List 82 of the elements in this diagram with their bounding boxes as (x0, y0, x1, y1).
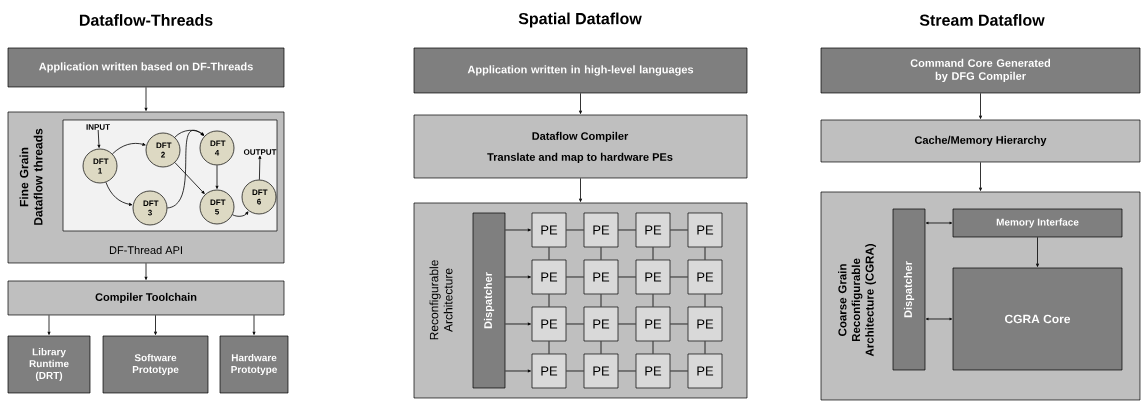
arrow (215, 164, 219, 189)
pe-box: PE (687, 259, 723, 295)
arrow (979, 161, 982, 191)
arrow (112, 142, 146, 155)
connector-line (669, 370, 689, 372)
graph-label: OUTPUT (243, 149, 277, 155)
connector-line (704, 246, 706, 261)
connector-line (652, 246, 654, 261)
arrow (925, 317, 953, 321)
arrow (258, 155, 262, 181)
arrow (504, 369, 531, 373)
process-box: Command Core Generated by DFG Compiler (820, 47, 1141, 94)
pe-box: PE (583, 212, 619, 248)
pe-box: PE (635, 353, 671, 389)
pe-box: PE (531, 259, 567, 295)
output-box: Software Prototype (102, 335, 209, 394)
arrow (504, 228, 531, 232)
panel-title: Spatial Dataflow (518, 12, 642, 28)
connector-line (617, 370, 637, 372)
connector-line (548, 293, 550, 308)
arrow (504, 275, 531, 279)
connector-line (617, 323, 637, 325)
connector-line (548, 246, 550, 261)
process-box: Compiler Toolchain (7, 280, 285, 316)
pe-box: PE (583, 353, 619, 389)
arrow (174, 162, 205, 194)
dispatcher-bar: Dispatcher (472, 212, 506, 389)
dispatcher-bar: Dispatcher (892, 208, 926, 371)
arrow (144, 86, 148, 111)
graph-label: INPUT (86, 124, 110, 130)
pe-box: PE (531, 306, 567, 342)
arrow (154, 314, 157, 335)
connector-line (704, 293, 706, 308)
connector-line (652, 340, 654, 355)
arrow (252, 314, 256, 335)
pe-box: PE (531, 212, 567, 248)
pe-box: PE (635, 306, 671, 342)
connector-line (669, 323, 689, 325)
arrow (925, 221, 953, 225)
connector-line (565, 323, 585, 325)
panel-title: Dataflow-Threads (79, 14, 213, 26)
connector-line (669, 229, 689, 231)
connector-line (704, 340, 706, 355)
connector-line (600, 246, 602, 261)
connector-line (652, 293, 654, 308)
connector-line (669, 276, 689, 278)
process-box: Application written in high-level languages (413, 47, 748, 94)
arrow (1036, 236, 1039, 267)
arrow (232, 211, 249, 217)
connector-line (617, 276, 637, 278)
connector-line (600, 340, 602, 355)
process-box: Dataflow Compiler Translate and map to hardware PEs (413, 114, 748, 179)
connector-line (565, 229, 585, 231)
arrow (144, 262, 148, 280)
process-box: Memory Interface (952, 208, 1123, 238)
pe-box: PE (583, 259, 619, 295)
pe-box: PE (635, 212, 671, 248)
pe-box: PE (635, 259, 671, 295)
connector-line (617, 229, 637, 231)
panel-title: Stream Dataflow (919, 14, 1045, 26)
connector-line (600, 293, 602, 308)
arrow (504, 322, 531, 326)
arrow (47, 314, 51, 335)
process-box: Application written based on DF-Threads (7, 47, 285, 88)
pe-box: PE (531, 353, 567, 389)
process-box: Cache/Memory Hierarchy (820, 119, 1141, 163)
connector-line (565, 370, 585, 372)
connector-line (565, 276, 585, 278)
arrow (579, 177, 582, 202)
arrow (579, 92, 582, 114)
arrow (105, 181, 133, 206)
pe-box: PE (687, 306, 723, 342)
core-box: CGRA Core (952, 267, 1123, 371)
output-box: Library Runtime (DRT) (7, 335, 91, 394)
connector-line (548, 340, 550, 355)
arrow (97, 129, 101, 148)
arrow (979, 92, 982, 119)
arrow (166, 130, 205, 209)
pe-box: PE (687, 353, 723, 389)
pe-box: PE (583, 306, 619, 342)
pe-box: PE (687, 212, 723, 248)
output-box: Hardware Prototype (219, 335, 289, 394)
